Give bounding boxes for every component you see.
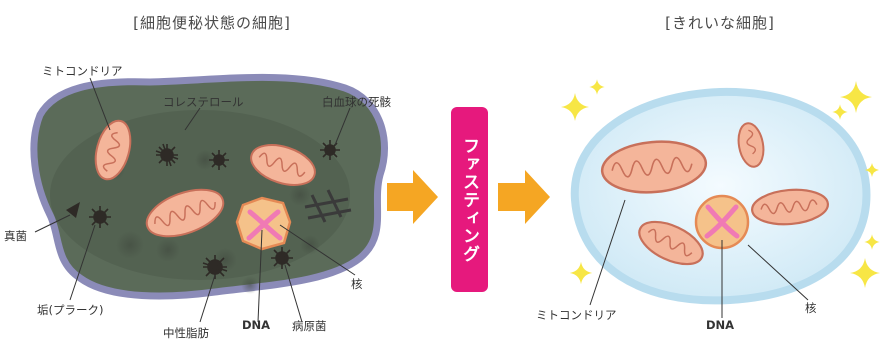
label-nucleus-right: 核 bbox=[805, 301, 817, 315]
spiky-debris bbox=[89, 140, 340, 279]
clean-mitochondrion-2 bbox=[737, 122, 765, 168]
label-cholesterol: コレステロール bbox=[163, 95, 244, 109]
fungus-shape bbox=[66, 202, 80, 218]
clean-cell bbox=[570, 87, 871, 318]
arrow-left bbox=[387, 170, 438, 224]
left-leader-lines bbox=[34, 77, 356, 323]
fasting-label: ファスティング bbox=[459, 136, 479, 263]
sparkle-icon bbox=[865, 163, 879, 177]
clean-mitochondrion-1 bbox=[600, 140, 708, 194]
clean-mitochondrion-4 bbox=[751, 188, 829, 226]
right-leader-lines bbox=[589, 199, 809, 318]
label-fungus: 真菌 bbox=[4, 229, 27, 243]
sparkle-icon bbox=[561, 93, 589, 121]
label-neutral-fat: 中性脂肪 bbox=[163, 326, 209, 340]
left-title: [細胞便秘状態の細胞] bbox=[133, 14, 291, 32]
label-dna-right: DNA bbox=[706, 318, 735, 332]
label-plaque: 垢(プラーク) bbox=[37, 303, 104, 317]
sparkle-icon bbox=[864, 234, 880, 250]
label-dna-left: DNA bbox=[242, 318, 271, 332]
label-mitochondria-left: ミトコンドリア bbox=[42, 64, 123, 78]
sparkle-icon bbox=[569, 261, 593, 285]
dirty-mitochondrion-2 bbox=[145, 188, 225, 238]
dirty-nucleus bbox=[235, 196, 292, 251]
right-title: [きれいな細胞] bbox=[665, 14, 775, 32]
dirty-mitochondrion-1 bbox=[94, 119, 132, 181]
dirty-mitochondrion-3 bbox=[250, 144, 316, 186]
sparkle-icon bbox=[850, 258, 880, 288]
dirty-cell bbox=[30, 73, 388, 323]
label-nucleus-left: 核 bbox=[351, 277, 363, 291]
clean-mitochondrion-3 bbox=[638, 220, 704, 266]
label-dead-wbc: 白血球の死骸 bbox=[322, 95, 391, 109]
label-pathogen: 病原菌 bbox=[292, 319, 327, 333]
debris-dots bbox=[105, 150, 320, 294]
sparkle-icon bbox=[589, 79, 605, 95]
sparkle-icon bbox=[840, 81, 872, 113]
label-mitochondria-right: ミトコンドリア bbox=[536, 308, 617, 322]
plaque-mark bbox=[304, 189, 352, 223]
fasting-box bbox=[451, 107, 488, 292]
sparkle-icon bbox=[832, 104, 848, 120]
sparkles bbox=[561, 79, 880, 288]
clean-nucleus bbox=[694, 194, 750, 250]
arrow-right bbox=[498, 170, 550, 224]
